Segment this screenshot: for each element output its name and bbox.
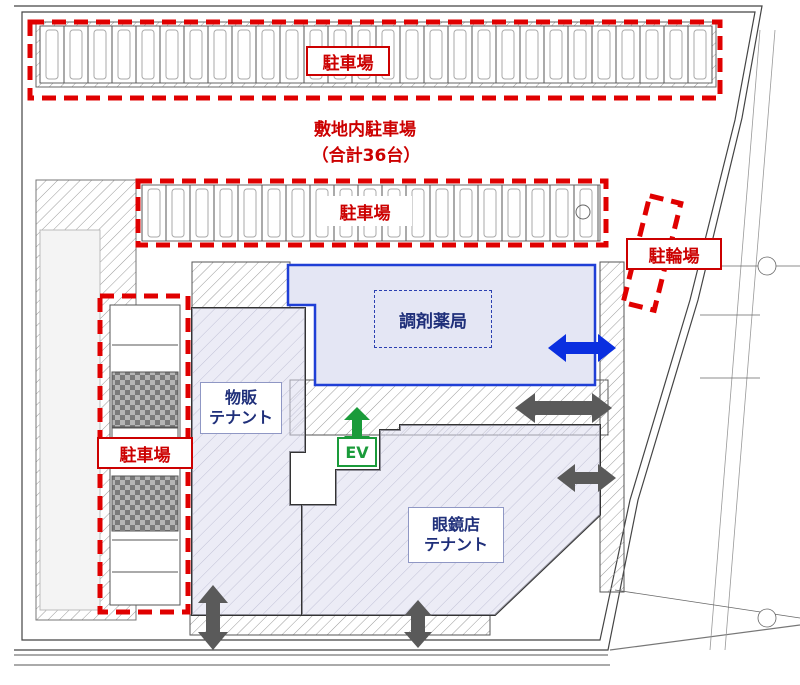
parking-stall	[531, 188, 545, 238]
top-parking-zone	[27, 19, 723, 101]
site-parking-total: （合計36台）	[311, 145, 421, 166]
parking-stall	[459, 188, 473, 238]
parking-stall	[435, 188, 449, 238]
elevator-label: EV	[337, 437, 377, 467]
pharmacy-label: 調剤薬局	[374, 290, 492, 348]
optician-tenant-label: 眼鏡店 テナント	[408, 507, 504, 563]
pharmacy-access-arrow	[548, 334, 616, 362]
parking-stall	[285, 29, 299, 80]
parking-stall	[507, 188, 521, 238]
parking-stall	[93, 29, 107, 80]
retail-tenant-fill	[192, 308, 305, 615]
retail-tenant-label: 物販 テナント	[200, 382, 282, 434]
parking-stall	[573, 29, 587, 80]
parking-stall	[621, 29, 635, 80]
retail-tenant-line1: 物販	[224, 388, 257, 407]
parking-stall	[165, 29, 179, 80]
optician-tenant-line2: テナント	[423, 535, 488, 554]
parking-stall	[549, 29, 563, 80]
left-parking-label: 駐車場	[97, 437, 193, 469]
site-boundary	[14, 5, 800, 666]
left-paved-area	[39, 229, 101, 611]
parking-stall	[645, 29, 659, 80]
parking-stall	[45, 29, 59, 80]
parking-stall	[189, 29, 203, 80]
parking-stall	[267, 188, 281, 238]
retail-tenant-line2: テナント	[208, 408, 273, 427]
bicycle-parking-label: 駐輪場	[626, 238, 722, 270]
parking-stall	[237, 29, 251, 80]
parking-stall	[195, 188, 209, 238]
parking-stall	[501, 29, 515, 80]
side-entrance-arrows	[198, 393, 616, 650]
parking-stall	[483, 188, 497, 238]
parking-stall	[405, 29, 419, 80]
parking-stall	[69, 29, 83, 80]
parking-stall	[555, 188, 569, 238]
parking-stall	[147, 188, 161, 238]
parking-stall	[597, 29, 611, 80]
parking-stall	[429, 29, 443, 80]
parking-stall	[219, 188, 233, 238]
parking-stall	[477, 29, 491, 80]
parking-stall	[117, 29, 131, 80]
parking-stall	[291, 188, 305, 238]
middle-parking-label: 駐車場	[318, 196, 412, 226]
parking-stall	[411, 188, 425, 238]
optician-tenant-line1: 眼鏡店	[431, 515, 480, 534]
parking-stall	[213, 29, 227, 80]
parking-stall	[261, 29, 275, 80]
top-parking-label: 駐車場	[306, 46, 390, 76]
middle-parking-zone	[135, 178, 609, 248]
parking-stall	[243, 188, 257, 238]
parking-stall	[525, 29, 539, 80]
parking-stall	[669, 29, 683, 80]
parking-stall	[453, 29, 467, 80]
parking-stall	[693, 29, 707, 80]
right-annotation-lines	[614, 256, 800, 628]
site-parking-title: 敷地内駐車場	[314, 119, 416, 140]
parking-stall	[579, 188, 593, 238]
parking-stall	[141, 29, 155, 80]
parking-stall	[171, 188, 185, 238]
